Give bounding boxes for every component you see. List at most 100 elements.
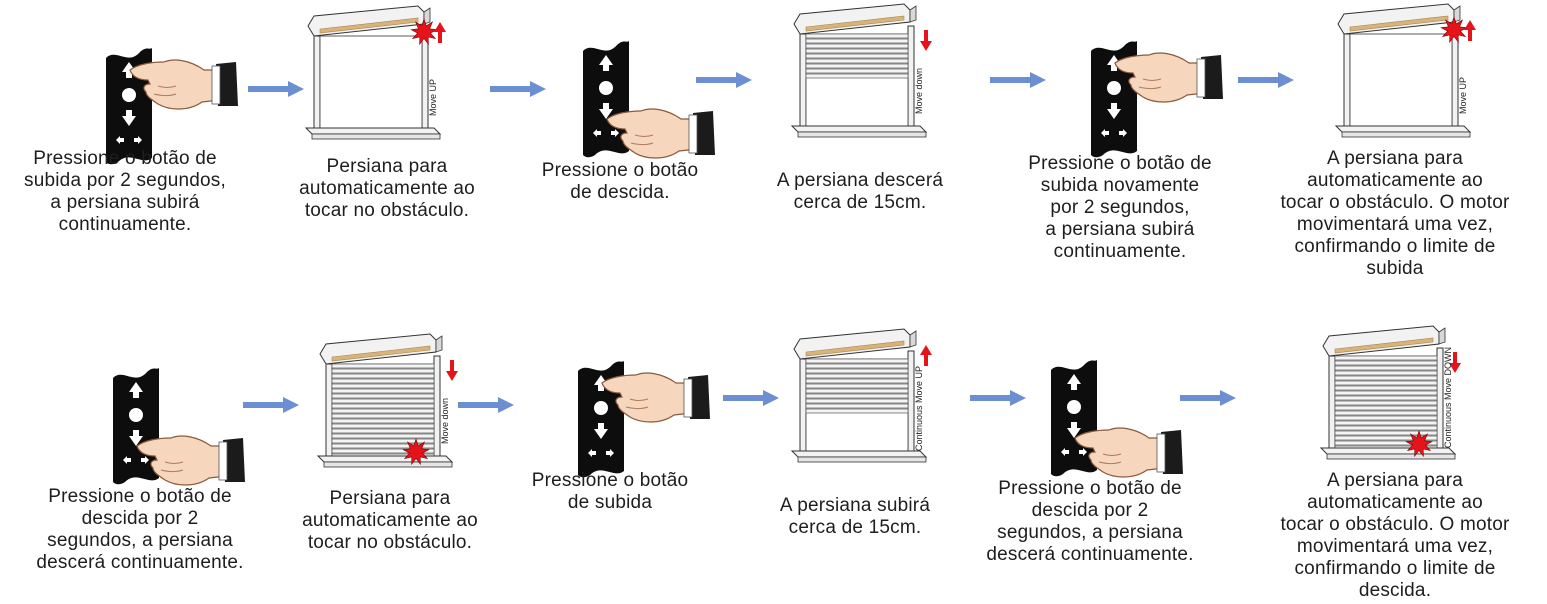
up-button-icon [1067,374,1081,390]
right-button-icon [1079,448,1087,456]
down-button-icon [1067,422,1081,438]
right-arrow-icon [458,397,514,413]
roller-shutter-window-icon: Move down [790,3,932,138]
remote-control-icon [583,41,715,159]
shutter-curtain [805,33,909,79]
direction-label: Continuous Move UP [914,366,924,451]
down-button-icon [129,430,143,446]
suit-sleeve [1201,55,1223,99]
left-post [1343,33,1351,127]
red-direction-arrow-icon [920,345,932,355]
collision-star-icon [402,438,430,466]
up-button-icon [599,55,613,71]
roller-shutter-window-icon: Continuous Move DOWN [1319,325,1461,460]
step-lower-limit-confirmed: Continuous Move DOWN [1315,322,1461,460]
step-shutter-raises-15cm: Continuous Move UP [786,325,932,463]
red-direction-arrow-shaft [438,31,442,43]
direction-label: Move down [914,68,924,114]
step-press-up-2s [98,40,238,165]
window-sill [790,125,928,133]
right-button-icon [1119,129,1127,137]
stop-button-icon [1107,81,1121,95]
window-sill [316,455,454,463]
right-button-icon [141,456,149,464]
up-button-icon [122,62,136,78]
right-arrow-icon [990,72,1046,88]
suit-sleeve [1161,430,1183,474]
remote-control-icon [113,368,245,486]
step-shutter-lowers-15cm: Move down [786,0,932,138]
remote-control-icon [578,361,710,478]
step-window-stops-bottom: Move down [312,330,458,468]
step-press-down-2s [105,360,245,486]
suit-sleeve [216,62,238,106]
red-direction-arrow-icon [446,371,458,381]
left-button-icon [123,456,131,464]
shutter-curtain [331,363,435,459]
suit-sleeve [693,111,715,155]
right-arrow-icon [243,397,299,413]
left-post [1328,355,1336,449]
caption-press-down: Pressione o botão de descida. [541,160,699,203]
roller-shutter-window-icon: Move UP [1334,3,1476,138]
direction-label: Continuous Move DOWN [1443,347,1453,448]
stop-button-icon [129,408,143,422]
caption-upper-limit-confirmed: A persiana para automaticamente ao tocar… [1280,148,1510,279]
up-button-icon [129,382,143,398]
direction-label: Move UP [1458,77,1468,114]
left-post [799,33,807,127]
left-button-icon [1101,129,1109,137]
red-direction-arrow-icon [434,22,446,32]
right-button-icon [134,136,142,144]
suit-sleeve [223,438,245,482]
window-sill [790,450,928,458]
pointing-hand-icon [606,108,715,159]
right-arrow-icon [490,81,546,97]
pointing-hand-icon [129,59,238,110]
roller-shutter-window-icon: Move UP [304,5,446,140]
step-upper-limit-confirmed: Move UP [1330,0,1476,138]
window-sill [1334,125,1472,133]
collision-star-icon [1440,16,1468,44]
caption-press-up: Pressione o botão de subida [531,470,689,513]
right-button-icon [606,449,614,457]
step-press-up-again [1083,33,1223,158]
caption-shutter-lowers-15cm: A persiana descerá cerca de 15cm. [776,170,944,213]
suit-sleeve [688,375,710,419]
red-direction-arrow-shaft [1468,29,1472,41]
right-arrow-icon [970,390,1026,406]
remote-control-icon [106,48,238,165]
red-direction-arrow-shaft [450,360,454,372]
caption-press-down-2s-again: Pressione o botão de descida por 2 segun… [986,478,1194,565]
step-window-stops-top: Move UP [300,2,446,140]
roller-shutter-window-icon: Continuous Move UP [790,328,932,463]
roller-tube [805,15,905,32]
direction-label: Move down [440,398,450,444]
pointing-hand-icon [136,435,245,486]
left-button-icon [593,129,601,137]
roller-shutter-window-icon: Move down [316,333,458,468]
down-button-icon [594,423,608,439]
shirt-cuff [1156,433,1166,473]
shirt-cuff [688,114,698,154]
up-button-icon [594,375,608,391]
collision-star-icon [410,18,438,46]
step-press-down [575,33,715,159]
right-button-icon [611,129,619,137]
direction-label: Move UP [428,79,438,116]
left-button-icon [1061,448,1069,456]
red-direction-arrow-shaft [1453,352,1457,364]
right-arrow-icon [696,72,752,88]
pointing-hand-icon [1114,52,1223,103]
shirt-cuff [218,441,228,481]
shutter-curtain [1334,355,1438,451]
up-button-icon [1107,55,1121,71]
window-sill [1319,447,1457,455]
roller-tube [319,17,419,34]
roller-tube [805,340,905,357]
left-button-icon [588,449,596,457]
caption-shutter-raises-15cm: A persiana subirá cerca de 15cm. [779,495,931,538]
shirt-cuff [211,65,221,105]
window-opening [1349,33,1453,127]
red-direction-arrow-shaft [924,30,928,42]
